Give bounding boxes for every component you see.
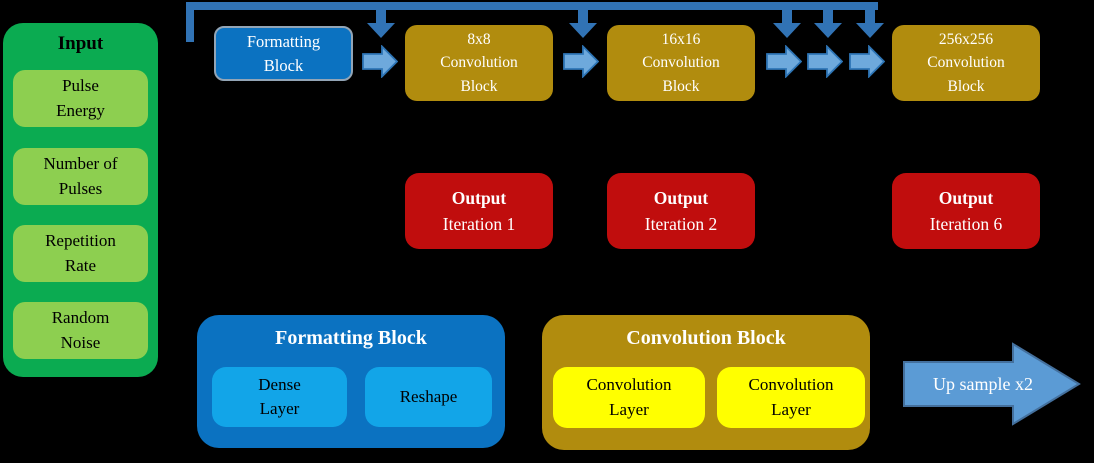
output-title: Output xyxy=(938,187,994,208)
output-iteration-label: Iteration 1 xyxy=(442,214,516,234)
conv-block-label: Block xyxy=(460,77,498,95)
output-iteration-label: Iteration 2 xyxy=(644,214,718,234)
input-item-random-noise: Random Noise xyxy=(13,302,148,359)
legend-item-label: Layer xyxy=(259,399,300,418)
down-arrow-icon xyxy=(856,10,884,38)
down-arrow-icon xyxy=(773,10,801,38)
legend-item-dense-layer: Dense Layer xyxy=(212,367,347,427)
input-item-repetition-rate: Repetition Rate xyxy=(13,225,148,282)
output-iteration-label: Iteration 6 xyxy=(929,214,1003,234)
down-arrow-icon xyxy=(814,10,842,38)
upsample-arrow-icon xyxy=(903,342,1081,426)
formatting-block-label: Block xyxy=(263,55,304,75)
conv-block-8x8: 8x8 Convolution Block xyxy=(405,25,553,101)
legend-item-label: Reshape xyxy=(399,386,458,406)
conv-block-16x16: 16x16 Convolution Block xyxy=(607,25,755,101)
legend-item-label: Layer xyxy=(771,399,811,419)
right-arrow-icon xyxy=(807,45,843,78)
legend-item-reshape: Reshape xyxy=(365,367,492,427)
input-panel: Input Pulse Energy Number of Pulses Repe… xyxy=(3,23,158,377)
input-item-label: Repetition xyxy=(45,231,116,251)
input-item-label: Random xyxy=(51,308,110,328)
input-item-pulse-energy: Pulse Energy xyxy=(13,70,148,127)
conv-block-size: 8x8 xyxy=(467,31,491,49)
feedback-line xyxy=(186,2,878,10)
feedback-line-left-stub xyxy=(186,2,194,42)
conv-block-size: 256x256 xyxy=(938,31,994,49)
right-arrow-icon xyxy=(362,45,398,78)
output-title: Output xyxy=(451,187,507,208)
legend-formatting-title: Formatting Block xyxy=(275,327,427,349)
conv-block-label: Convolution xyxy=(440,54,518,72)
down-arrow-icon xyxy=(569,10,597,38)
input-item-label: Pulse xyxy=(62,76,99,96)
down-arrow-icon xyxy=(367,10,395,38)
output-title: Output xyxy=(653,187,709,208)
formatting-block-label: Formatting xyxy=(246,31,321,51)
right-arrow-icon xyxy=(849,45,885,78)
input-item-label: Energy xyxy=(56,100,105,120)
legend-convolution-title: Convolution Block xyxy=(626,327,786,349)
conv-block-size: 16x16 xyxy=(661,31,701,49)
legend-formatting-block: Formatting Block Dense Layer Reshape xyxy=(197,315,505,448)
input-item-number-of-pulses: Number of Pulses xyxy=(13,148,148,205)
input-item-label: Rate xyxy=(64,255,97,275)
conv-block-label: Block xyxy=(662,77,700,95)
conv-block-label: Block xyxy=(947,77,985,95)
upsample-arrow: Up sample x2 xyxy=(903,342,1081,426)
legend-item-label: Layer xyxy=(609,399,649,419)
legend-item-convolution-layer: Convolution Layer xyxy=(717,367,865,428)
legend-convolution-block: Convolution Block Convolution Layer Conv… xyxy=(542,315,870,450)
input-item-label: Noise xyxy=(60,332,101,352)
legend-item-convolution-layer: Convolution Layer xyxy=(553,367,705,428)
input-panel-title: Input xyxy=(57,33,104,54)
right-arrow-icon xyxy=(563,45,599,78)
input-item-label: Pulses xyxy=(58,178,103,198)
input-item-label: Number of xyxy=(43,154,118,174)
conv-block-label: Convolution xyxy=(642,54,720,72)
output-block-iteration-2: Output Iteration 2 xyxy=(607,173,755,249)
formatting-block: Formatting Block xyxy=(214,26,353,81)
legend-item-label: Convolution xyxy=(748,375,834,395)
output-block-iteration-1: Output Iteration 1 xyxy=(405,173,553,249)
output-block-iteration-6: Output Iteration 6 xyxy=(892,173,1040,249)
legend-item-label: Convolution xyxy=(586,375,672,395)
conv-block-label: Convolution xyxy=(927,54,1005,72)
upsample-label: Up sample x2 xyxy=(933,373,1033,394)
conv-block-256x256: 256x256 Convolution Block xyxy=(892,25,1040,101)
legend-item-label: Dense xyxy=(258,374,301,394)
right-arrow-icon xyxy=(766,45,802,78)
